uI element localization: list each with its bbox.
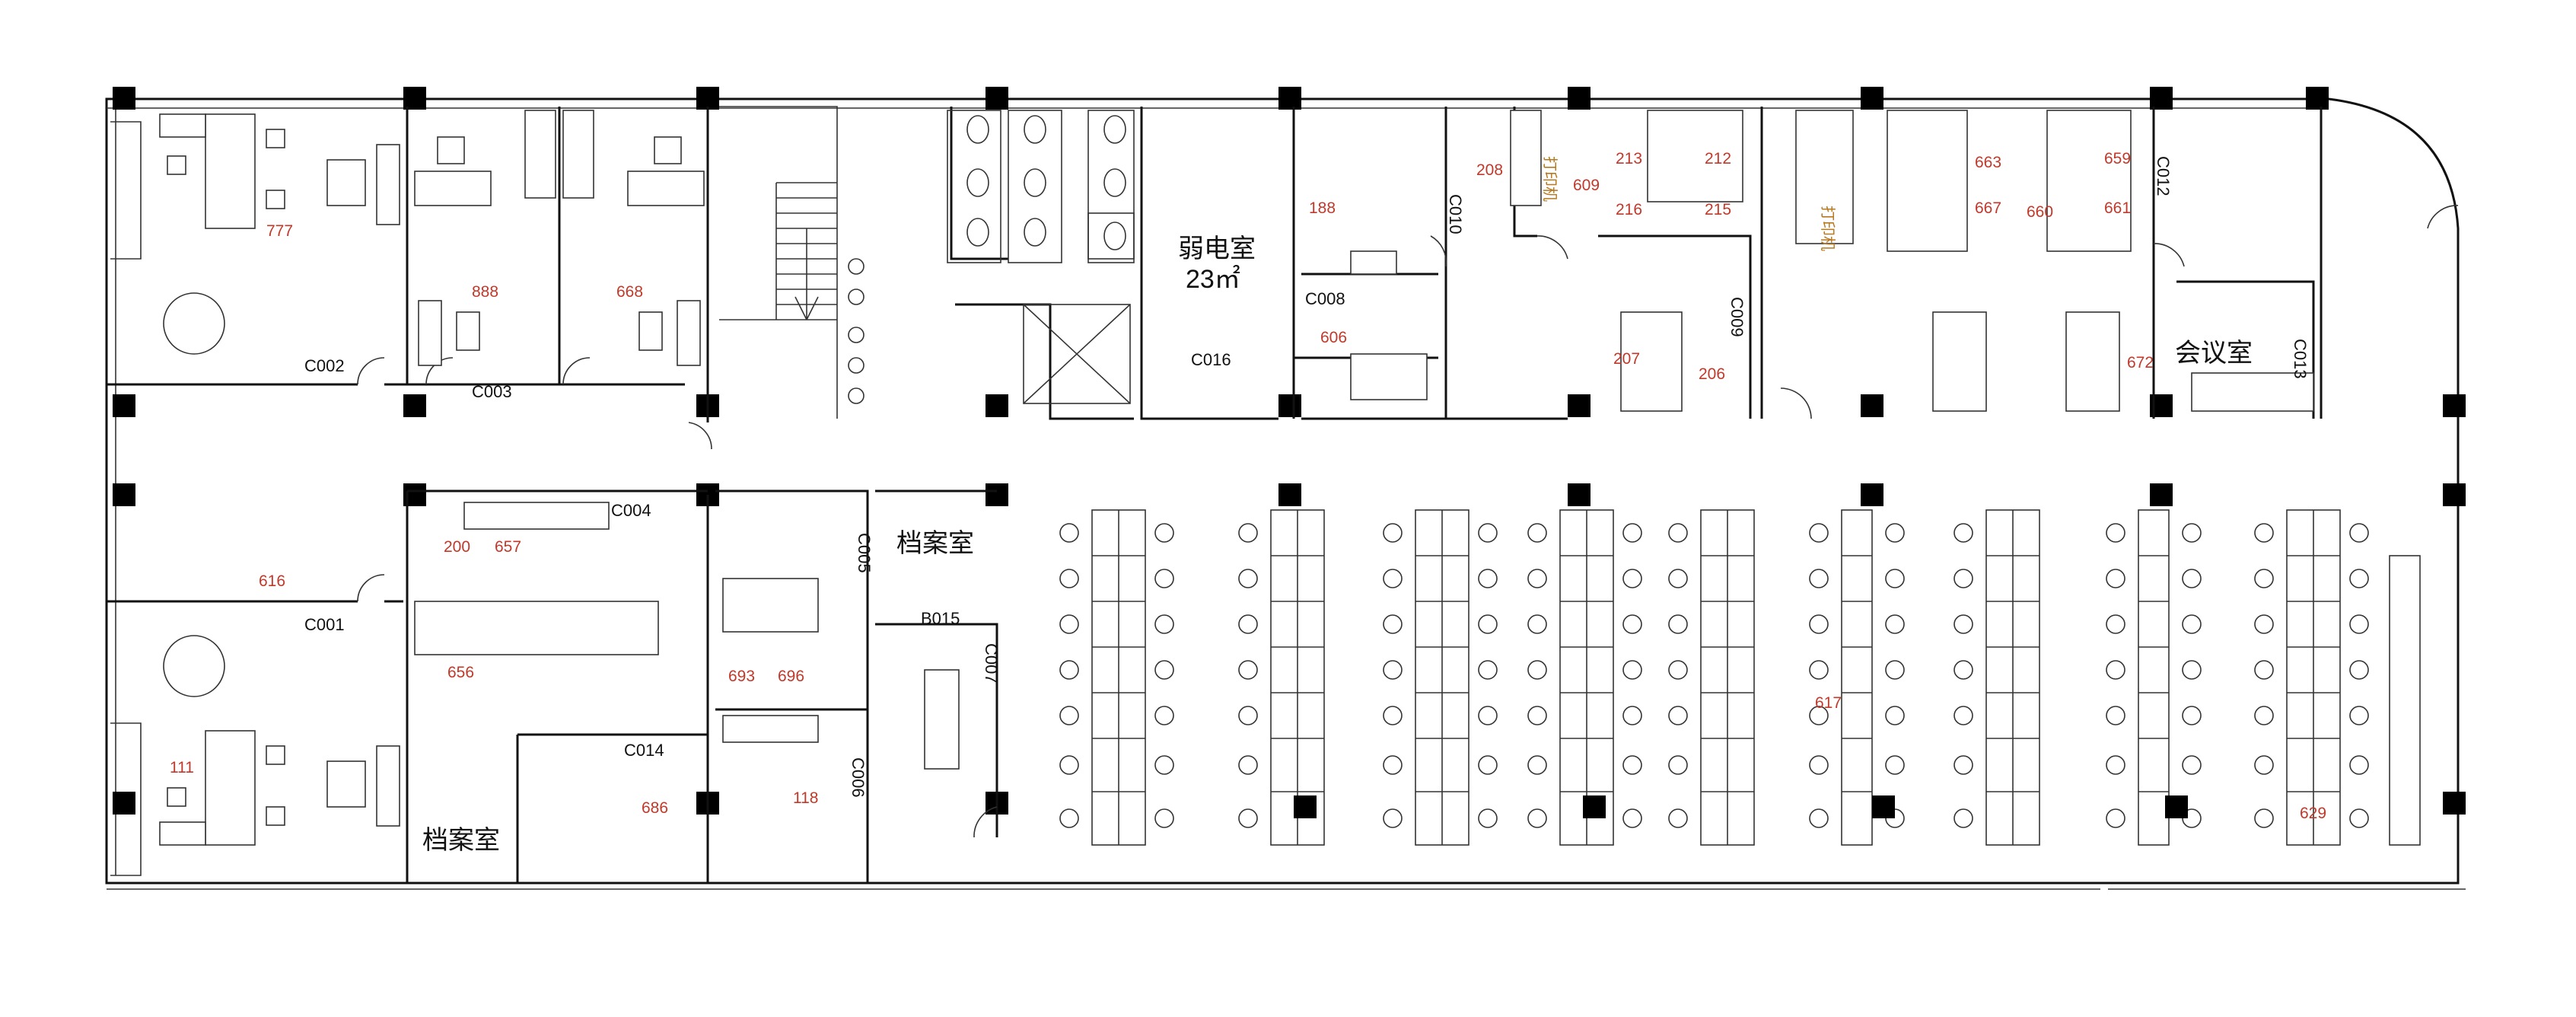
room-area-weak-room: 23㎡ (1186, 265, 1240, 294)
code-b015: B015 (921, 609, 960, 628)
printer-label-2: 打印机 (1819, 206, 1836, 251)
num-118: 118 (793, 789, 818, 807)
code-c013: C013 (2291, 339, 2310, 379)
printer-label-1: 打印机 (1541, 156, 1559, 202)
num-660: 660 (2027, 203, 2053, 221)
code-c012: C012 (2154, 156, 2173, 196)
room-label-archive-upper: 档案室 (896, 529, 974, 558)
num-111: 111 (170, 759, 194, 776)
room-label-weak-room: 弱电室 (1178, 234, 1256, 263)
num-672: 672 (2127, 354, 2154, 371)
workstation-chairs (1059, 523, 2369, 828)
num-663: 663 (1975, 154, 2001, 171)
num-212: 212 (1705, 150, 1731, 167)
num-200: 200 (444, 538, 470, 556)
room-label-meeting: 会议室 (2175, 339, 2253, 368)
num-216: 216 (1616, 201, 1642, 218)
interior-walls (107, 107, 2323, 883)
stair (719, 106, 838, 419)
meeting-furniture (924, 372, 2314, 770)
num-616: 616 (259, 572, 285, 590)
num-207: 207 (1613, 350, 1640, 368)
code-c003: C003 (472, 382, 512, 401)
num-208: 208 (1476, 161, 1503, 179)
code-c010: C010 (1446, 194, 1465, 234)
code-c002: C002 (304, 356, 345, 375)
num-657: 657 (495, 538, 521, 556)
code-c005: C005 (855, 533, 874, 573)
num-693: 693 (728, 668, 755, 685)
code-c016: C016 (1191, 350, 1231, 369)
num-696: 696 (778, 668, 804, 685)
num-215: 215 (1705, 201, 1731, 218)
num-659: 659 (2104, 150, 2131, 167)
room-label-archive-lower: 档案室 (422, 826, 500, 855)
num-656: 656 (447, 664, 474, 681)
open-office-workstations (1059, 509, 2421, 846)
num-609: 609 (1573, 177, 1600, 194)
num-661: 661 (2104, 199, 2131, 217)
code-c014: C014 (624, 741, 664, 760)
doors (357, 205, 2459, 838)
upper-right-furniture (1350, 110, 2132, 412)
code-c007: C007 (982, 643, 1001, 684)
num-206: 206 (1699, 365, 1725, 383)
code-c004: C004 (611, 501, 651, 520)
left-offices-furniture (110, 113, 400, 876)
num-668: 668 (616, 283, 643, 301)
num-188: 188 (1309, 199, 1336, 217)
columns (113, 87, 2466, 815)
num-686: 686 (642, 799, 668, 817)
num-606: 606 (1320, 329, 1347, 346)
code-c008: C008 (1305, 289, 1345, 308)
central-offices-furniture (414, 110, 819, 743)
code-c009: C009 (1727, 297, 1747, 337)
num-888: 888 (472, 283, 498, 301)
toilets (848, 110, 1135, 404)
code-c001: C001 (304, 615, 345, 634)
num-777: 777 (266, 222, 293, 240)
code-c006: C006 (849, 757, 868, 798)
num-667: 667 (1975, 199, 2001, 217)
num-213: 213 (1616, 150, 1642, 167)
num-617: 617 (1815, 694, 1842, 712)
num-629: 629 (2300, 805, 2326, 822)
outer-walls (105, 97, 2466, 890)
